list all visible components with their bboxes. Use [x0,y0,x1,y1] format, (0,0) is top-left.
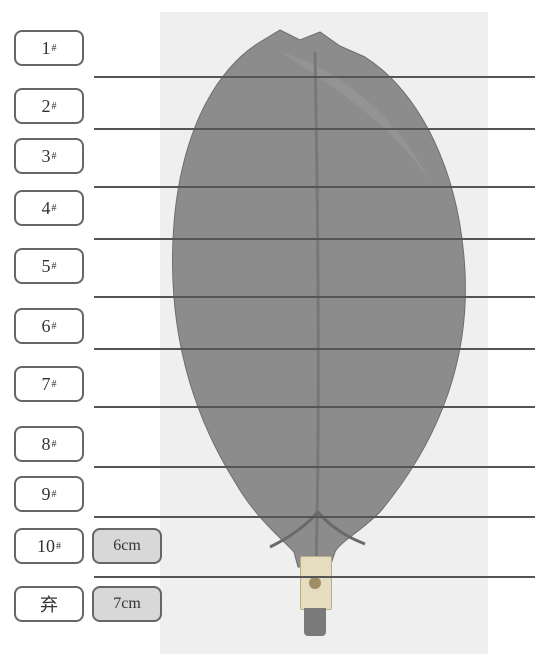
cut-line [94,76,535,78]
segment-label-9: 9# [14,476,84,512]
stem-end [304,608,326,636]
segment-label-discard: 弃 [14,586,84,622]
segment-label-10: 10# [14,528,84,564]
segment-length-10: 6cm [92,528,162,564]
segment-label-5: 5# [14,248,84,284]
cut-line [94,406,535,408]
segment-length-discard: 7cm [92,586,162,622]
leaf-tag [300,556,332,610]
segment-label-2: 2# [14,88,84,124]
cut-line [94,296,535,298]
segment-label-4: 4# [14,190,84,226]
cut-line [94,516,535,518]
segment-label-1: 1# [14,30,84,66]
cut-line [94,238,535,240]
segment-label-8: 8# [14,426,84,462]
segment-label-7: 7# [14,366,84,402]
cut-line [94,576,535,578]
cut-line [94,466,535,468]
cut-line [94,186,535,188]
cut-line [94,348,535,350]
segment-label-3: 3# [14,138,84,174]
segment-label-6: 6# [14,308,84,344]
cut-line [94,128,535,130]
